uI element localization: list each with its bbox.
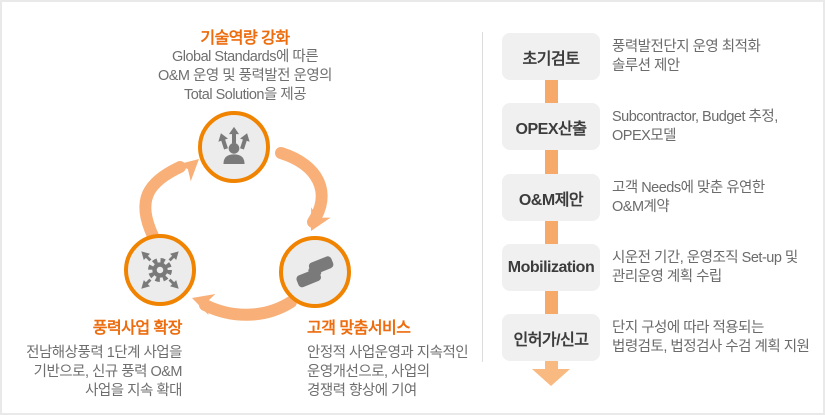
- desc-line: 기반으로, 신규 풍력 O&M: [33, 364, 183, 380]
- cycle-arrows-graphic: [139, 147, 331, 321]
- desc-line: 전남해상풍력 1단계 사업을: [26, 345, 182, 361]
- process-step-om-proposal: O&M제안: [502, 174, 600, 221]
- om-process-flow: 초기검토 풍력발전단지 운영 최적화 솔루션 제안 OPEX산출 Subcont…: [483, 2, 823, 413]
- desc-line: 시운전 기간, 운영조직 Set-up 및: [612, 249, 798, 266]
- desc-line: 경쟁력 향상에 기여: [307, 383, 417, 399]
- flow-connector: [545, 80, 558, 103]
- arrowhead-down: [311, 207, 331, 231]
- flow-connector: [545, 150, 558, 174]
- process-desc-permits: 단지 구성에 따라 적용되는 법령검토, 법정검사 수검 계획 지원: [612, 314, 822, 361]
- process-step-opex: OPEX산출: [502, 103, 600, 150]
- step-label: O&M제안: [518, 191, 584, 209]
- vertical-divider: [482, 32, 483, 362]
- process-step-permits: 인허가/신고: [502, 314, 600, 361]
- flow-end-arrowhead-icon: [532, 369, 570, 386]
- cycle-title-service: 고객 맞춤서비스: [307, 320, 411, 337]
- arrow-right-to-left: [199, 296, 297, 321]
- desc-line: 고객 Needs에 맞춘 유연한: [612, 179, 765, 196]
- process-step-initial-review: 초기검토: [502, 33, 600, 80]
- handshake-icon: [296, 256, 334, 288]
- step-label: OPEX산출: [515, 120, 587, 138]
- arrow-top-to-right: [275, 147, 328, 228]
- cycle-title-capability: 기술역량 강화: [200, 30, 290, 47]
- desc-line: 솔루션 제안: [612, 57, 680, 74]
- desc-line: Global Standards에 따른: [171, 49, 319, 65]
- desc-line: Subcontractor, Budget 추정,: [612, 108, 778, 125]
- expand-gear-icon: [141, 251, 179, 289]
- step-label: 초기검토: [522, 50, 580, 68]
- arrowhead-up-right: [176, 159, 199, 182]
- cycle-block-service: 고객 맞춤서비스 안정적 사업운영과 지속적인 운영개선으로, 사업의 경쟁력 …: [307, 314, 477, 401]
- desc-line: 단지 구성에 따라 적용되는: [612, 319, 764, 336]
- cycle-desc-capability: Global Standards에 따른 O&M 운영 및 풍력발전 운영의 T…: [122, 48, 368, 105]
- desc-line: OPEX모델: [612, 127, 676, 144]
- step-label: Mobilization: [507, 258, 595, 276]
- flow-connector: [545, 221, 558, 244]
- flow-connector: [545, 291, 558, 314]
- desc-line: 사업을 지속 확대: [85, 383, 182, 399]
- process-desc-om-proposal: 고객 Needs에 맞춘 유연한 O&M계약: [612, 174, 822, 221]
- process-desc-mobilization: 시운전 기간, 운영조직 Set-up 및 관리운영 계획 수립: [612, 244, 822, 291]
- cycle-desc-service: 안정적 사업운영과 지속적인 운영개선으로, 사업의 경쟁력 향상에 기여: [307, 344, 477, 401]
- step-label: 인허가/신고: [513, 331, 589, 349]
- cycle-node-capability: [198, 111, 270, 183]
- desc-line: 풍력발전단지 운영 최적화: [612, 38, 761, 55]
- desc-line: 관리운영 계획 수립: [612, 268, 722, 285]
- cycle-node-service: [279, 236, 351, 308]
- flow-end-arrow-stem: [545, 361, 558, 369]
- process-desc-initial-review: 풍력발전단지 운영 최적화 솔루션 제안: [612, 33, 822, 80]
- desc-line: 운영개선으로, 사업의: [307, 364, 430, 380]
- cycle-block-expansion: 풍력사업 확장 전남해상풍력 1단계 사업을 기반으로, 신규 풍력 O&M 사…: [10, 314, 182, 401]
- growth-person-icon: [216, 126, 252, 164]
- desc-line: 법령검토, 법정검사 수검 계획 지원: [612, 338, 810, 355]
- desc-line: Total Solution을 제공: [183, 87, 307, 103]
- desc-line: 안정적 사업운영과 지속적인: [307, 345, 469, 361]
- cycle-desc-expansion: 전남해상풍력 1단계 사업을 기반으로, 신규 풍력 O&M 사업을 지속 확대: [10, 344, 182, 401]
- process-step-mobilization: Mobilization: [502, 244, 600, 291]
- cycle-title-expansion: 풍력사업 확장: [92, 320, 183, 337]
- cycle-node-expansion: [124, 234, 196, 306]
- om-cycle-diagram: 기술역량 강화 Global Standards에 따른 O&M 운영 및 풍력…: [2, 2, 482, 413]
- desc-line: O&M계약: [612, 198, 670, 215]
- arrow-left-to-top: [139, 161, 186, 242]
- process-desc-opex: Subcontractor, Budget 추정, OPEX모델: [612, 103, 822, 150]
- arrowhead-left: [192, 294, 216, 315]
- desc-line: O&M 운영 및 풍력발전 운영의: [157, 68, 333, 84]
